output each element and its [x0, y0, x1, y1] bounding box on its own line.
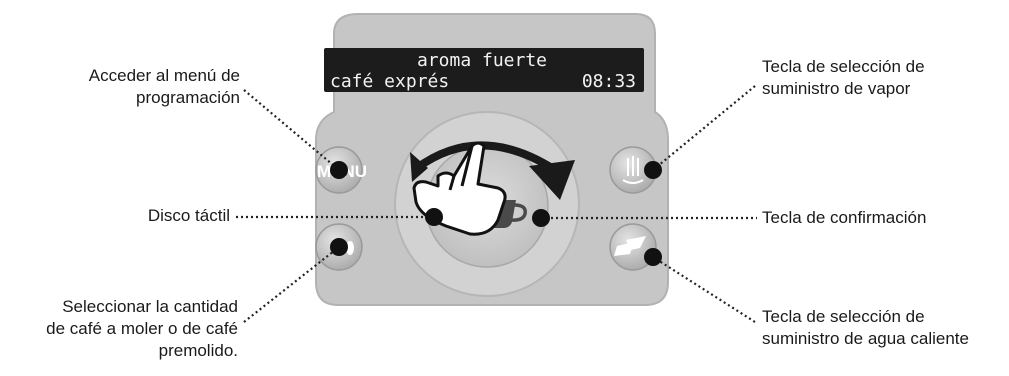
label-confirm: Tecla de confirmación: [762, 207, 992, 229]
lcd-line-1: aroma fuerte: [417, 50, 547, 71]
label-menu: Acceder al menú de programación: [40, 65, 240, 109]
label-cantidad-line-3: premolido.: [0, 340, 238, 362]
label-cantidad-line-2: de café a moler o de café: [0, 318, 238, 340]
callout-dot-confirm: [532, 209, 550, 227]
lcd-line-2-right: 08:33: [582, 71, 636, 92]
label-cantidad: Seleccionar la cantidad de café a moler …: [0, 296, 238, 362]
label-disco-line-1: Disco táctil: [90, 205, 230, 227]
label-menu-line-2: programación: [40, 87, 240, 109]
callout-dot-vapor: [644, 161, 662, 179]
callout-dot-disco: [425, 208, 443, 226]
label-menu-line-1: Acceder al menú de: [40, 65, 240, 87]
callout-dot-cantidad: [330, 238, 348, 256]
label-confirm-line-1: Tecla de confirmación: [762, 207, 992, 229]
label-disco: Disco táctil: [90, 205, 230, 227]
label-vapor: Tecla de selección de suministro de vapo…: [762, 56, 992, 100]
label-cantidad-line-1: Seleccionar la cantidad: [0, 296, 238, 318]
label-vapor-line-1: Tecla de selección de: [762, 56, 992, 78]
callout-dot-menu: [330, 161, 348, 179]
callout-dot-agua: [644, 248, 662, 266]
label-agua-line-1: Tecla de selección de: [762, 306, 1007, 328]
label-vapor-line-2: suministro de vapor: [762, 78, 992, 100]
label-agua-line-2: suministro de agua caliente: [762, 328, 1007, 350]
lcd-line-2-left: café exprés: [330, 71, 449, 92]
label-agua: Tecla de selección de suministro de agua…: [762, 306, 1007, 350]
